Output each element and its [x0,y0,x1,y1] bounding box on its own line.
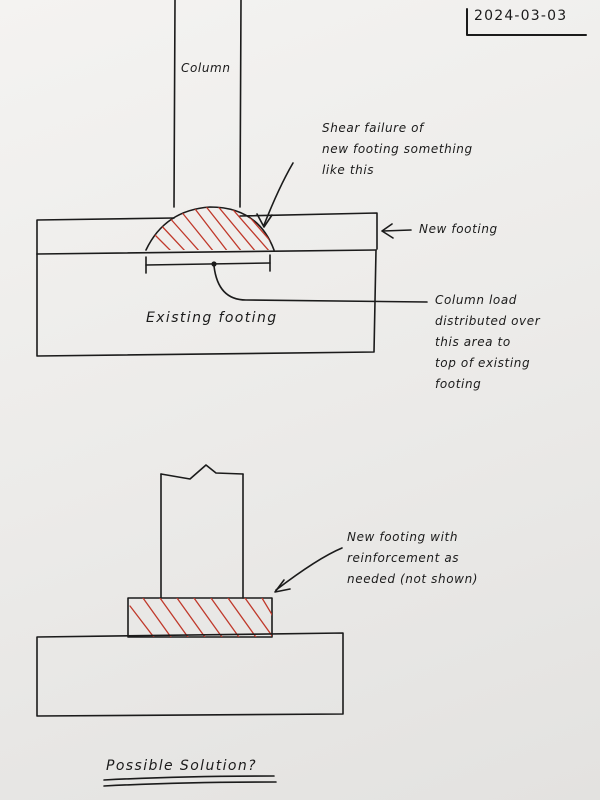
existing-footing-top [36,249,377,357]
shear-note-arrow [256,162,294,228]
caption-underline [103,775,277,787]
column-bottom [160,464,244,599]
new-footing-label: New footing [419,222,498,236]
load-note-leader [213,265,428,303]
shear-failure-hatch [145,206,275,251]
column-top [173,0,242,208]
column-load-note: Column load distributed over this area t… [435,293,541,391]
reinforcement-note: New footing with reinforcement as needed… [347,530,479,586]
existing-footing-label: Existing footing [146,310,278,326]
possible-solution-caption: Possible Solution? [106,758,257,774]
reinforcement-note-arrow [274,547,343,593]
existing-footing-bottom [36,632,344,717]
new-footing-top [36,212,378,255]
date-box [466,8,587,36]
column-label: Column [181,61,231,75]
new-footing-block [127,597,273,638]
shear-failure-note: Shear failure of new footing something l… [322,121,473,177]
load-distribution-span [145,254,271,274]
date-label: 2024-03-03 [474,8,568,24]
new-footing-arrow [381,223,412,239]
